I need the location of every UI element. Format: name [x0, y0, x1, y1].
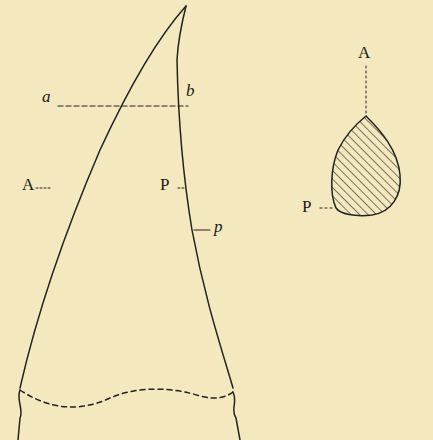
base-line	[20, 389, 233, 407]
posterior-edge	[177, 6, 233, 388]
root-right	[233, 392, 240, 440]
point-label: p	[214, 218, 223, 235]
leader-section-P	[320, 208, 334, 209]
section-edge-label: A	[358, 44, 370, 61]
leader-A	[36, 188, 50, 189]
edge-label: P	[160, 176, 169, 193]
section-end-label: a	[42, 88, 51, 105]
leader-p	[194, 229, 210, 230]
leader-section-A	[366, 66, 367, 114]
section-end-label: b	[186, 82, 195, 99]
section-line	[58, 105, 188, 106]
section-edge-label: P	[302, 198, 311, 215]
leader-P	[178, 188, 186, 189]
edge-label: A	[22, 176, 34, 193]
root-left	[18, 390, 21, 440]
cross-section	[332, 116, 401, 216]
anterior-edge	[20, 6, 186, 388]
